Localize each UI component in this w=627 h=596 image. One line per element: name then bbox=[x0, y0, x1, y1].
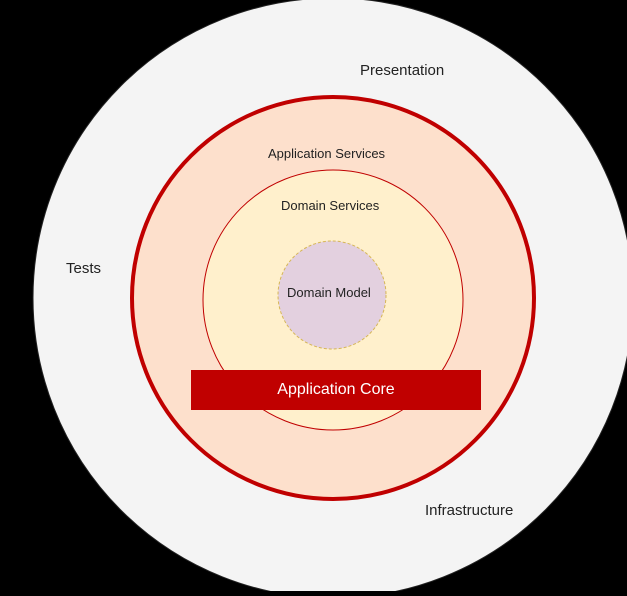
application-core-label: Application Core bbox=[277, 381, 395, 398]
infrastructure-label: Infrastructure bbox=[425, 502, 514, 519]
domain-model-circle bbox=[277, 240, 387, 350]
tests-label: Tests bbox=[66, 260, 102, 277]
application-services-label: Application Services bbox=[268, 146, 386, 161]
domain-model-label: Domain Model bbox=[287, 285, 371, 300]
domain-services-label: Domain Services bbox=[281, 198, 380, 213]
application-core-rect bbox=[191, 370, 481, 410]
presentation-label: Presentation bbox=[360, 62, 445, 79]
